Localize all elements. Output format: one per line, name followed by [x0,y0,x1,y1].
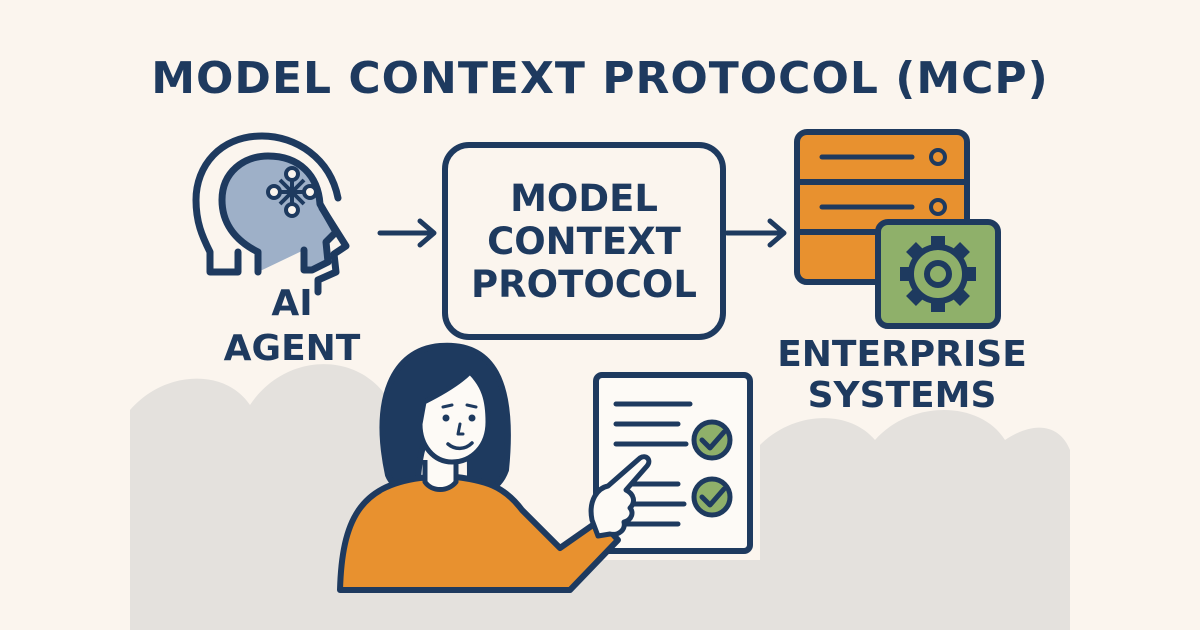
enterprise-label-line2: SYSTEMS [808,375,997,416]
check-icon [691,476,733,518]
arrow-agent-to-protocol [377,218,437,248]
arrow-protocol-to-enterprise [724,218,787,248]
protocol-label-line2: CONTEXT [487,220,682,263]
gear-icon [875,219,1001,329]
protocol-box [442,142,726,340]
head-with-network-icon [192,132,350,296]
diagram-title: MODEL CONTEXT PROTOCOL (MCP) [151,53,1049,104]
pointing-person-icon [337,342,652,593]
protocol-label-line1: MODEL [510,177,658,220]
background-clouds [130,364,1070,630]
check-icon [691,419,733,461]
network-icon [266,166,318,218]
enterprise-label-line1: ENTERPRISE [777,334,1027,375]
agent-label-line1: AI [271,283,312,324]
checklist-icon [593,372,753,554]
agent-label-line2: AGENT [224,328,361,369]
protocol-label-line3: PROTOCOL [471,263,697,306]
